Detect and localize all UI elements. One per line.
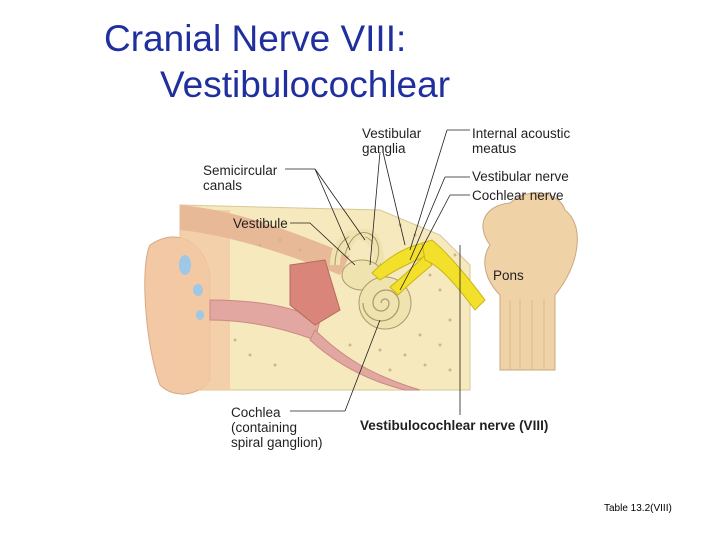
page-title: Cranial Nerve VIII: Vestibulocochlear [104, 16, 450, 108]
semicircular-canal [344, 232, 380, 266]
label-vestibulocochlear-nerve: Vestibulocochlear nerve (VIII) [360, 418, 549, 433]
label-line: Internal acoustic [472, 126, 571, 141]
label-line: canals [203, 178, 243, 193]
title-line-1: Cranial Nerve VIII: [104, 18, 407, 59]
label-line: Vestibular [362, 126, 422, 141]
label-semicircular-canals: Semicircular canals [203, 163, 277, 193]
leader-lines [285, 129, 470, 415]
eustachian-tube [309, 329, 421, 391]
vestibulocochlear-nerve [421, 239, 486, 311]
label-line: Semicircular [203, 163, 278, 178]
label-line: (containing [231, 420, 298, 435]
middle-ear [289, 259, 341, 326]
pons [482, 192, 578, 371]
label-line: ganglia [362, 141, 406, 156]
label-vestibular-ganglia: Vestibular ganglia [362, 126, 421, 156]
label-vestibular-nerve: Vestibular nerve [472, 169, 569, 184]
head-skin [180, 210, 230, 390]
fluid-spot [193, 284, 203, 296]
fluid-spot [179, 255, 191, 275]
label-line: spiral ganglion) [231, 435, 323, 450]
label-vestibule: Vestibule [233, 216, 288, 231]
cochlear-nerve [389, 254, 433, 296]
label-line: meatus [472, 141, 517, 156]
title-line-2: Vestibulocochlear [160, 64, 451, 105]
fluid-spot [196, 310, 204, 320]
brainstem-lines [509, 300, 545, 370]
label-cochlea: Cochlea (containing spiral ganglion) [231, 405, 323, 450]
label-internal-acoustic-meatus: Internal acoustic meatus [472, 126, 570, 156]
label-pons: Pons [493, 268, 524, 283]
label-cochlear-nerve: Cochlear nerve [472, 188, 564, 203]
ear-diagram [144, 129, 578, 415]
skin-upper [180, 205, 350, 275]
table-reference: Table 13.2(VIII) [604, 503, 672, 514]
cochlea-spiral [362, 289, 400, 322]
label-line: Cochlea [231, 405, 281, 420]
